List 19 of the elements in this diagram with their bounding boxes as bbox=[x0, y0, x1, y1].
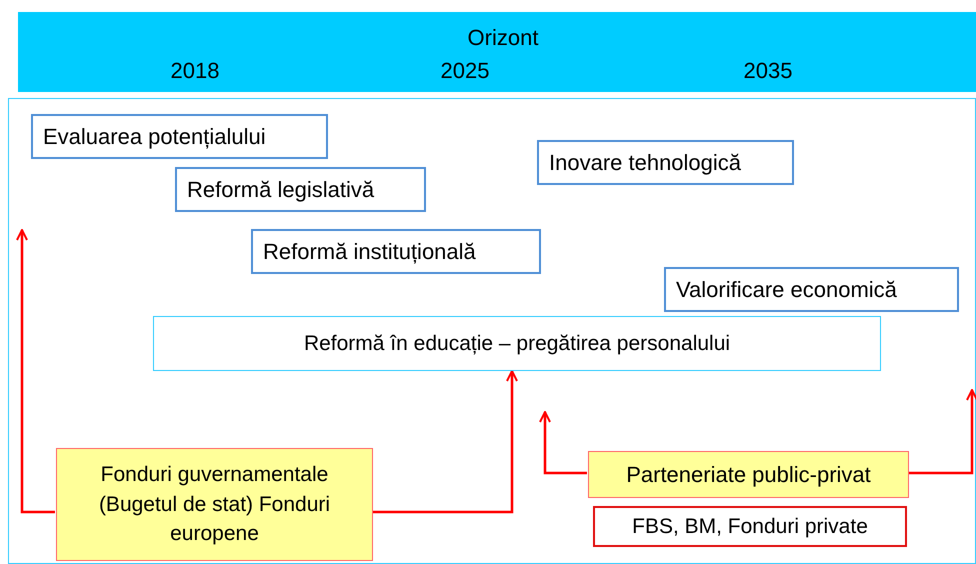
phase-box: Reformă legislativă bbox=[175, 167, 426, 212]
phase-bar: Reformă în educație – pregătirea personalului bbox=[153, 316, 881, 371]
funding-box: Parteneriate public-privat bbox=[588, 451, 909, 498]
header-band bbox=[18, 12, 976, 92]
funding-source-box: FBS, BM, Fonduri private bbox=[593, 506, 907, 547]
arrow bbox=[372, 370, 518, 514]
phase-box: Reformă instituțională bbox=[251, 229, 541, 274]
year-label: 2035 bbox=[744, 58, 792, 84]
arrow bbox=[16, 229, 55, 514]
phase-box: Evaluarea potențialului bbox=[31, 114, 328, 159]
arrow bbox=[539, 411, 587, 474]
phase-box: Valorificare economică bbox=[664, 267, 959, 312]
year-label: 2025 bbox=[440, 58, 490, 84]
header-title: Orizont bbox=[468, 25, 538, 51]
funding-box: Fonduri guvernamentale (Bugetul de stat) Fonduri europene bbox=[56, 448, 373, 561]
arrow bbox=[908, 389, 976, 474]
phase-box: Inovare tehnologică bbox=[537, 140, 794, 185]
panel-frame bbox=[8, 98, 976, 564]
year-label: 2018 bbox=[170, 58, 220, 84]
